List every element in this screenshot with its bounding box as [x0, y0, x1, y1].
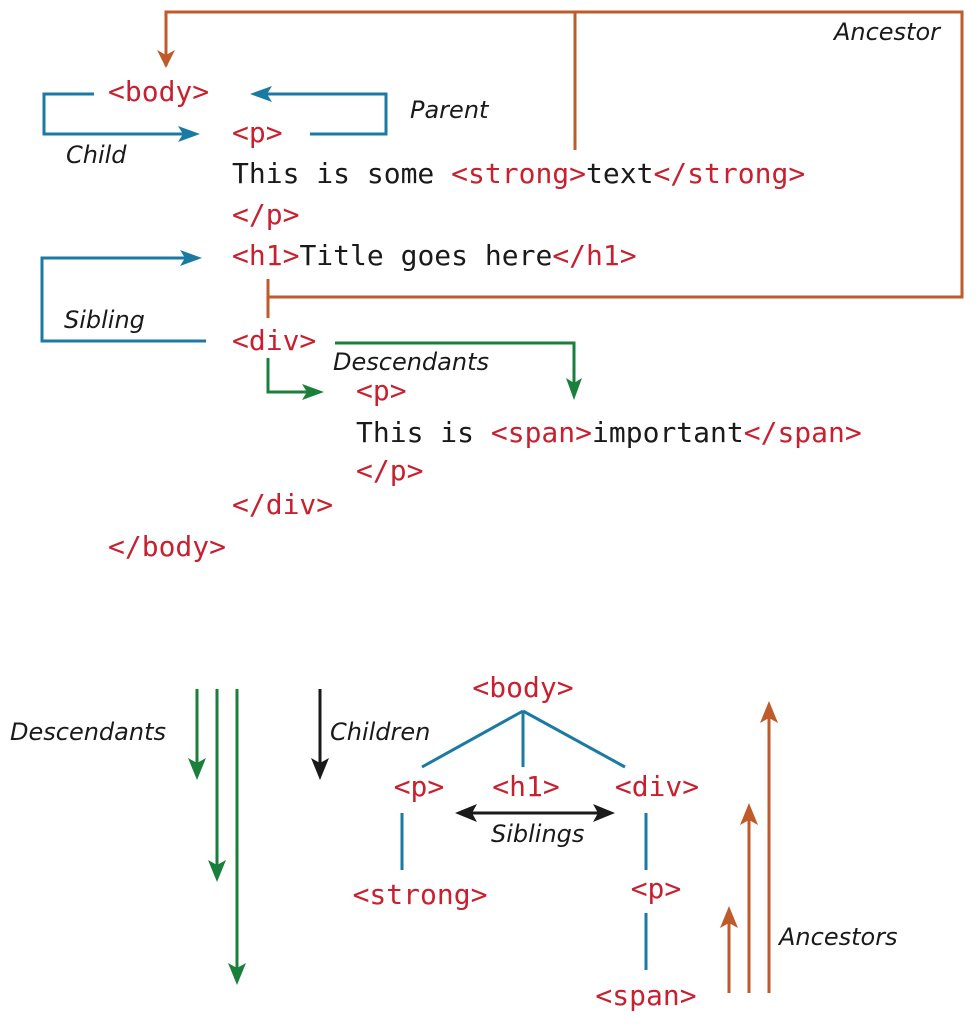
code-p-open: <p>	[232, 116, 283, 149]
label-parent: Parent	[410, 96, 490, 124]
code-p-close: </p>	[232, 198, 299, 231]
tree-edge-body-p	[421, 709, 524, 769]
descendant-arrowhead-icon	[302, 384, 324, 400]
label-descendants-bottom: Descendants	[10, 718, 166, 746]
parent-arrow-line	[262, 92, 388, 136]
ancestor-frame-line	[268, 10, 964, 299]
ancestor-arrowhead-2-icon	[740, 803, 758, 825]
child-arrow-line	[42, 92, 188, 136]
code-strong-inner: text	[586, 157, 653, 190]
code-text-2: This is	[356, 416, 491, 449]
parent-connector: Parent	[250, 86, 490, 136]
descendant-child-arrow-line	[266, 358, 310, 394]
code-inner-p-close: </p>	[356, 454, 423, 487]
sibling-connector: Sibling	[40, 250, 206, 343]
siblings-arrowhead-right-icon	[593, 804, 615, 822]
dom-tree: <body> <p> <h1> <div> <strong> <p> <span…	[353, 671, 700, 1012]
label-children: Children	[330, 718, 430, 746]
code-strong-open: <strong>	[451, 157, 586, 190]
code-line-span: This is <span>important</span>	[356, 416, 862, 449]
code-h1-inner: Title goes here	[299, 239, 552, 272]
children-legend: Children	[311, 689, 430, 780]
descendants-legend: Descendants	[10, 689, 246, 985]
ancestor-arrowhead-1-icon	[720, 906, 738, 928]
tree-node-body: <body>	[472, 671, 573, 704]
siblings-arrowhead-left-icon	[455, 804, 477, 822]
sibling-arrow-line	[40, 256, 206, 343]
code-span-close: </span>	[744, 416, 862, 449]
code-strong-close: </strong>	[653, 157, 805, 190]
descendant-span-arrow-line	[335, 341, 576, 386]
code-span-inner: important	[592, 416, 744, 449]
descendant-arrowhead-2-icon	[208, 860, 226, 882]
tree-node-span: <span>	[595, 979, 696, 1012]
descendants-connector: Descendants	[266, 341, 582, 400]
ancestor-arrow	[157, 10, 577, 150]
label-siblings: Siblings	[491, 820, 584, 848]
code-line-strong: This is some <strong>text</strong>	[232, 157, 805, 190]
parent-arrowhead-icon	[250, 86, 272, 102]
tree-node-strong: <strong>	[353, 878, 488, 911]
code-body-open: <body>	[108, 75, 209, 108]
label-sibling: Sibling	[64, 306, 145, 334]
label-ancestors: Ancestors	[777, 923, 898, 951]
ancestors-legend: Ancestors	[720, 701, 898, 993]
code-inner-p-open: <p>	[356, 374, 407, 407]
child-arrowhead-icon	[178, 126, 200, 142]
code-body-close: </body>	[108, 530, 226, 563]
tree-node-h1: <h1>	[492, 770, 559, 803]
tree-edge-body-div	[522, 709, 626, 769]
code-h1-open: <h1>	[232, 239, 299, 272]
descendant-span-arrowhead-icon	[566, 378, 582, 400]
descendant-arrowhead-3-icon	[228, 963, 246, 985]
label-child: Child	[66, 141, 127, 169]
code-listing: <body> <p> This is some <strong>text</st…	[108, 75, 862, 563]
descendant-arrowhead-1-icon	[188, 758, 206, 780]
code-div-open: <div>	[232, 324, 316, 357]
ancestor-connector: Ancestor	[157, 10, 964, 318]
tree-node-p: <p>	[394, 770, 445, 803]
code-line-h1: <h1>Title goes here</h1>	[232, 239, 637, 272]
code-span-open: <span>	[491, 416, 592, 449]
tree-node-div-p: <p>	[631, 872, 682, 905]
child-connector: Child	[42, 92, 200, 169]
code-text: This is some	[232, 157, 451, 190]
code-div-close: </div>	[232, 488, 333, 521]
label-descendants-top: Descendants	[333, 348, 489, 376]
code-h1-close: </h1>	[552, 239, 636, 272]
ancestor-arrowhead-3-icon	[760, 701, 778, 723]
label-ancestor: Ancestor	[832, 18, 942, 46]
tree-node-div: <div>	[615, 770, 699, 803]
sibling-arrowhead-icon	[180, 250, 202, 266]
children-arrowhead-icon	[311, 758, 329, 780]
